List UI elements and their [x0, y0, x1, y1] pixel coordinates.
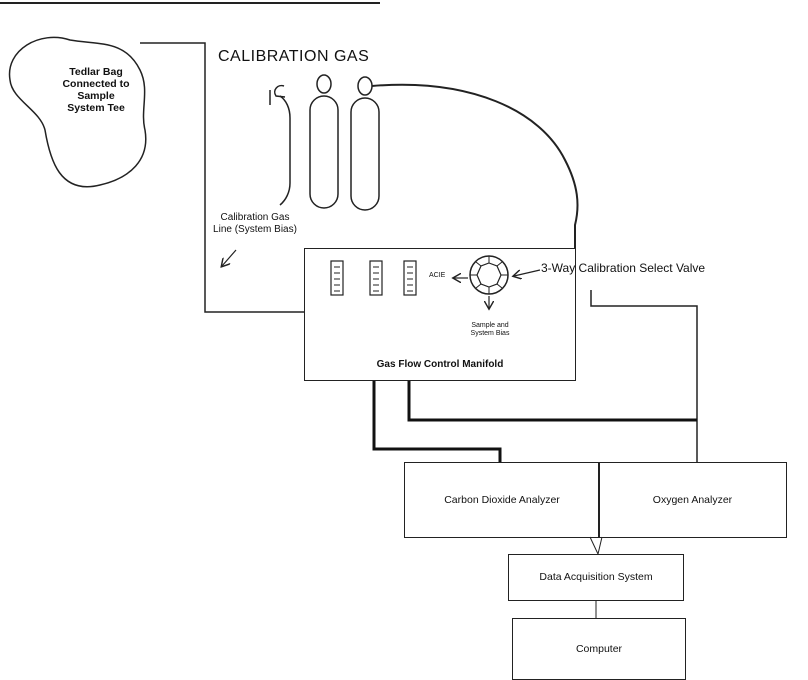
- das-label: Data Acquisition System: [539, 571, 653, 583]
- o2-to-das: [597, 536, 603, 555]
- cylinder-3: [350, 76, 380, 211]
- manifold-to-co2-line: [372, 380, 502, 462]
- manifold-label: Gas Flow Control Manifold: [376, 359, 504, 370]
- cylinder-1: [269, 84, 291, 206]
- cal-gas-line-label: Calibration Gas Line (System Bias): [213, 212, 297, 235]
- computer-label: Computer: [575, 643, 623, 655]
- gas-flow-control-manifold: Gas Flow Control Manifold: [304, 248, 576, 381]
- cal-gas-supply-line: [371, 83, 579, 248]
- sample-bias-label: Sample and System Bias: [470, 322, 510, 338]
- diagram-title: CALIBRATION GAS: [218, 48, 370, 65]
- oxygen-analyzer: Oxygen Analyzer: [598, 462, 787, 538]
- cylinder-2: [309, 74, 339, 209]
- rotameter-2: [369, 260, 383, 296]
- tedlar-bag-shape: [8, 36, 147, 188]
- cal-line-arrow: [222, 249, 237, 266]
- data-acquisition-system: Data Acquisition System: [508, 554, 684, 601]
- manifold-to-o2-line: [407, 380, 697, 422]
- valve-to-o2-line: [590, 290, 698, 462]
- acie-label: ACIE: [429, 272, 446, 279]
- valve-label: 3-Way Calibration Select Valve: [541, 261, 706, 275]
- bag-to-manifold-line: [140, 42, 304, 313]
- rotameter-3: [403, 260, 417, 296]
- three-way-valve: [469, 255, 509, 295]
- co2-analyzer-label: Carbon Dioxide Analyzer: [444, 494, 560, 506]
- co2-to-das: [589, 536, 599, 555]
- carbon-dioxide-analyzer: Carbon Dioxide Analyzer: [404, 462, 600, 538]
- computer-box: Computer: [512, 618, 686, 680]
- o2-analyzer-label: Oxygen Analyzer: [652, 494, 733, 506]
- tedlar-bag-label: Tedlar Bag Connected to Sample System Te…: [62, 66, 130, 115]
- valve-label-arrow: [514, 269, 541, 276]
- rotameter-1: [330, 260, 344, 296]
